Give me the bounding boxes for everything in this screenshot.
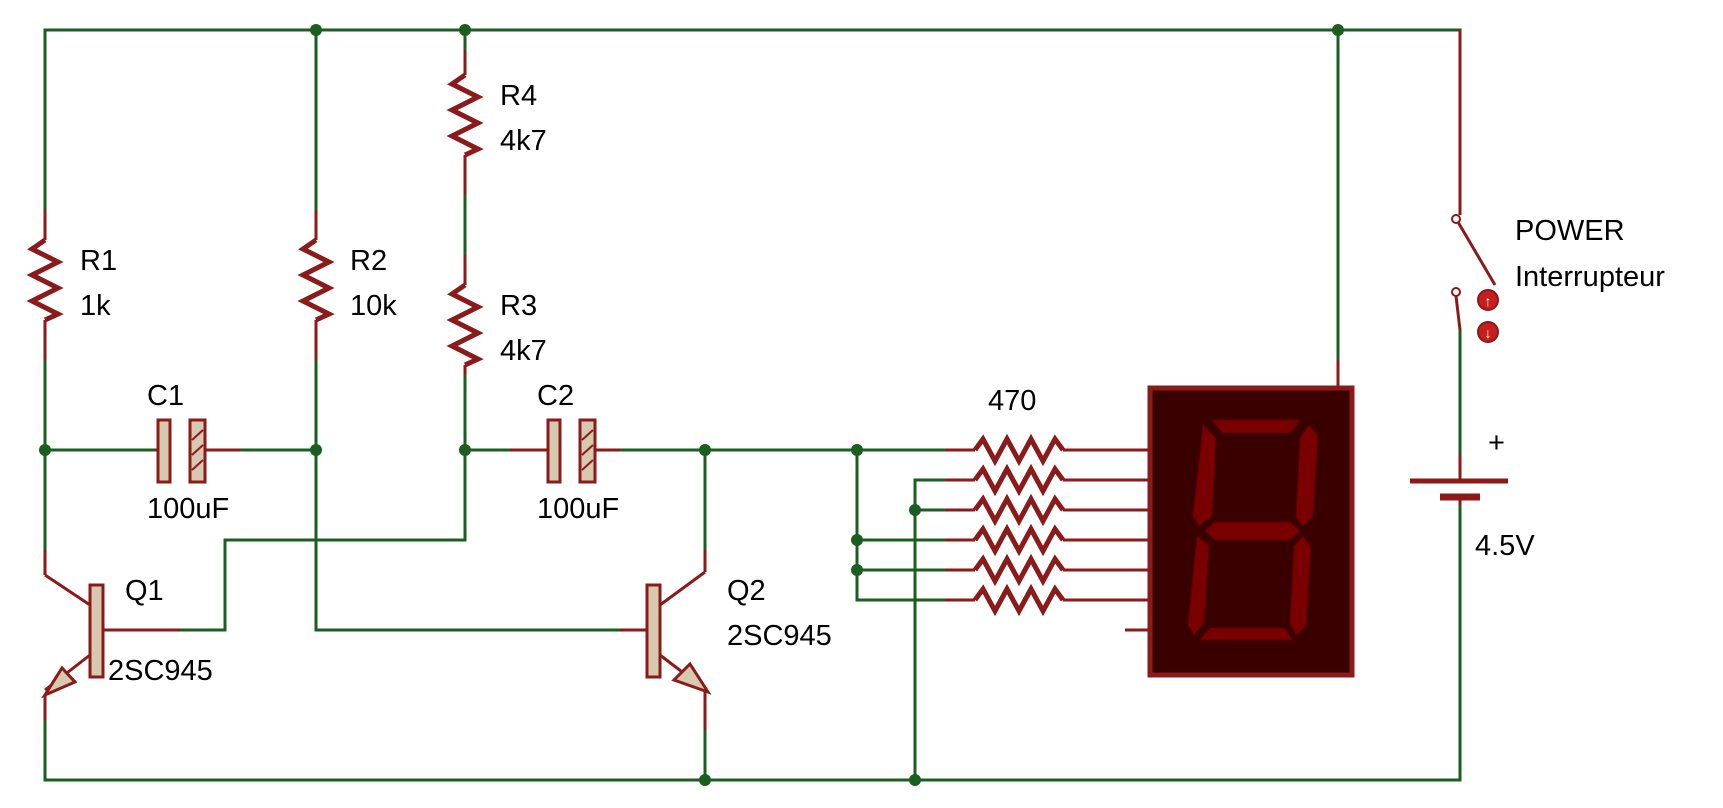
battery: + 4.5V [1410,427,1535,562]
segment-e [1187,535,1210,636]
segment-f [1192,423,1217,527]
segment-d [1198,627,1294,641]
battery-plus-label: + [1488,427,1505,459]
wires [43,28,1462,782]
switch-value-label: Interrupteur [1515,261,1665,293]
segment-a [1210,419,1302,434]
transistor-q1: Q1 2SC945 [41,550,213,720]
c1-ref-label: C1 [147,380,184,412]
r1-value-label: 1k [80,290,111,322]
resistor-array-value-label: 470 [988,385,1036,417]
r3-ref-label: R3 [500,290,537,322]
junction-nodes [39,24,1344,786]
seven-segment-display [1147,360,1355,678]
resistor-r2: R2 10k [297,210,397,360]
q1-value-label: 2SC945 [108,655,213,687]
array-resistor-5 [945,553,1150,587]
segment-g [1204,521,1301,541]
switch-up-arrow-icon [1477,289,1499,311]
resistor-r4: R4 4k7 [446,50,547,195]
switch-down-arrow-icon [1477,321,1499,343]
c2-value-label: 100uF [537,493,619,525]
r1-ref-label: R1 [80,245,117,277]
power-switch: ↑ ↓ POWER Interrupteur [1451,30,1665,343]
r4-ref-label: R4 [500,80,537,112]
c2-ref-label: C2 [537,380,574,412]
capacitor-c2: C2 100uF [510,380,620,525]
segment-c [1289,535,1312,636]
resistor-array-470: 470 [945,385,1150,632]
q2-value-label: 2SC945 [727,620,832,652]
resistor-r1: R1 1k [26,210,117,360]
array-resistor-4 [945,523,1150,557]
resistor-r3: R3 4k7 [446,255,547,375]
svg-text:↑: ↑ [1485,293,1492,309]
battery-value-label: 4.5V [1475,530,1535,562]
r4-value-label: 4k7 [500,125,547,157]
q1-ref-label: Q1 [125,575,164,607]
capacitor-c1: C1 100uF [147,380,240,525]
array-resistor-6 [945,583,1150,617]
transistor-q2: Q2 2SC945 [620,550,832,730]
r3-value-label: 4k7 [500,335,547,367]
array-resistor-3 [945,493,1150,527]
array-resistor-2 [945,463,1150,497]
array-resistor-1 [945,433,1150,467]
switch-ref-label: POWER [1515,215,1625,247]
r2-ref-label: R2 [350,245,387,277]
c1-value-label: 100uF [147,493,229,525]
q2-ref-label: Q2 [727,575,766,607]
segment-b [1295,424,1319,527]
svg-text:↓: ↓ [1485,325,1492,341]
r2-value-label: 10k [350,290,397,322]
